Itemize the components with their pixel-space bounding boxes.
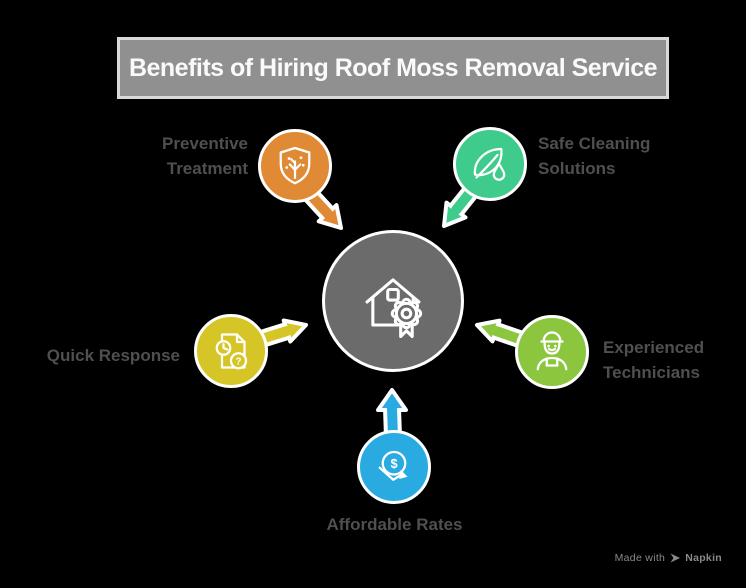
- made-with-text: Made with: [614, 552, 666, 564]
- node-safe-cleaning-solutions: [453, 127, 527, 201]
- title-banner: Benefits of Hiring Roof Moss Removal Ser…: [117, 37, 669, 99]
- svg-text:$: $: [390, 456, 397, 471]
- center-node-roof-service: [322, 230, 464, 372]
- label-safe-cleaning-solutions: Safe Cleaning Solutions: [538, 134, 651, 178]
- dollar-decrease-icon: $: [378, 450, 408, 481]
- leaf-droplet-icon: [473, 147, 506, 181]
- napkin-brand-text: Napkin: [685, 552, 722, 564]
- node-preventive-treatment: [258, 129, 332, 203]
- label-affordable-rates: Affordable Rates: [326, 515, 463, 534]
- node-affordable-rates: $: [357, 430, 431, 504]
- label-preventive-treatment: Preventive Treatment: [162, 134, 248, 178]
- made-with-napkin-link[interactable]: Made with Napkin: [615, 552, 722, 564]
- technician-worker-icon: [536, 331, 568, 371]
- page-title: Benefits of Hiring Roof Moss Removal Ser…: [128, 53, 658, 82]
- house-award-icon: [365, 278, 423, 339]
- arrow-safe-to-center: [442, 181, 481, 228]
- svg-text:?: ?: [236, 357, 242, 368]
- document-clock-question-icon: ?: [215, 333, 248, 370]
- napkin-logo-icon: [670, 553, 681, 563]
- label-quick-response: Quick Response: [46, 346, 180, 365]
- node-experienced-technicians: [515, 315, 589, 389]
- label-experienced-technicians: Experienced Technicians: [603, 338, 705, 382]
- shield-plant-icon: [279, 146, 311, 185]
- node-quick-response: ?: [194, 314, 268, 388]
